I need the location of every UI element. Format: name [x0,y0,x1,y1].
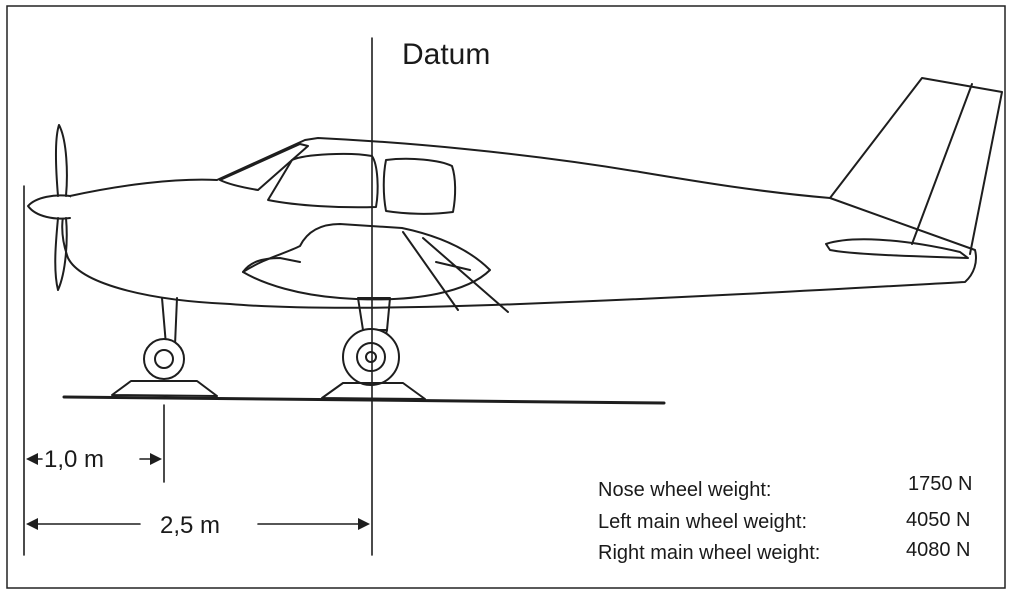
weight-label-left-main: Left main wheel weight: [598,511,807,533]
dimension-nose: 1,0 m [26,446,162,473]
weight-value-left-main: 4050 N [906,509,971,531]
figure-frame [6,5,1006,589]
main-gear [321,297,426,400]
propeller [27,124,71,291]
weight-label-right-main: Right main wheel weight: [598,542,820,564]
weights-table: Nose wheel weight: 1750 N Left main whee… [598,473,973,564]
dimension-main: 2,5 m [26,512,370,539]
nose-gear [111,297,218,397]
tail [825,77,1003,259]
weight-value-nose: 1750 N [908,473,973,495]
weight-value-right-main: 4080 N [906,539,971,561]
datum-label: Datum [402,38,490,71]
fuselage [61,137,977,309]
weight-label-nose: Nose wheel weight: [598,479,771,501]
wing [242,223,509,313]
ground-line [62,395,666,405]
dimension-nose-label: 1,0 m [44,446,104,473]
dimension-main-label: 2,5 m [160,512,220,539]
